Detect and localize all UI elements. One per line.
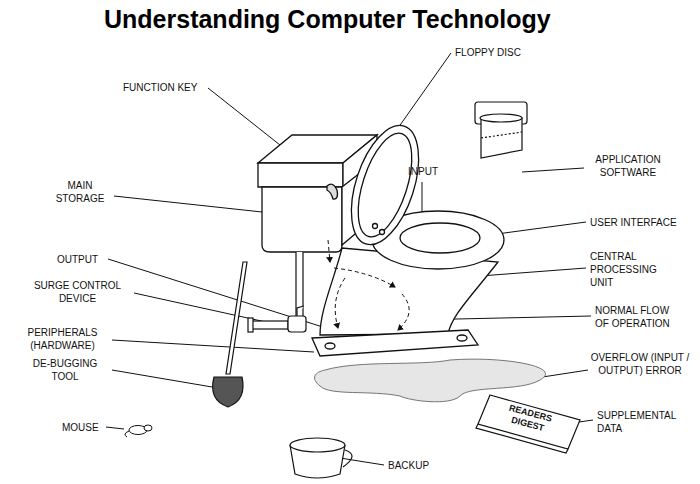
- part-label: NORMAL FLOW OF OPERATION: [595, 304, 683, 330]
- part-label: FLOPPY DISC: [455, 46, 521, 59]
- part-label: INPUT: [408, 165, 438, 178]
- leader-line: [114, 196, 262, 212]
- puddle: [315, 359, 546, 402]
- toilet: [258, 117, 504, 356]
- part-label: OUTPUT: [57, 253, 98, 266]
- flow-arrows: [328, 240, 409, 330]
- part-label: USER INTERFACE: [590, 216, 677, 229]
- part-label: CENTRAL PROCESSING UNIT: [590, 250, 670, 289]
- mouse: [125, 425, 152, 437]
- part-label: PERIPHERALS (HARDWARE): [15, 326, 110, 352]
- pipe-valve: [248, 252, 306, 332]
- diagram-title: Understanding Computer Technology: [104, 4, 551, 34]
- leader-line: [106, 427, 124, 429]
- leader-line: [112, 370, 218, 388]
- leader-line: [522, 168, 584, 172]
- magazine: [476, 395, 580, 453]
- part-label: FUNCTION KEY: [123, 81, 197, 94]
- part-label: SURGE CONTROL DEVICE: [25, 279, 130, 305]
- part-label: APPLICATION SOFTWARE: [578, 153, 678, 179]
- leader-lines: [106, 53, 593, 465]
- part-label: MOUSE: [62, 421, 99, 434]
- plunger: [213, 262, 247, 407]
- part-label: BACKUP: [388, 459, 429, 472]
- part-label: OVERFLOW (INPUT / OUTPUT) ERROR: [590, 351, 690, 377]
- leader-line: [398, 53, 451, 128]
- part-label: MAIN STORAGE: [50, 179, 110, 205]
- part-label: DE-BUGGING TOOL: [20, 357, 110, 383]
- bucket: [290, 438, 352, 478]
- paper-roll: [475, 102, 527, 158]
- part-label: SUPPLEMENTAL DATA: [597, 409, 692, 435]
- leader-line: [480, 268, 586, 276]
- leader-line: [112, 340, 314, 352]
